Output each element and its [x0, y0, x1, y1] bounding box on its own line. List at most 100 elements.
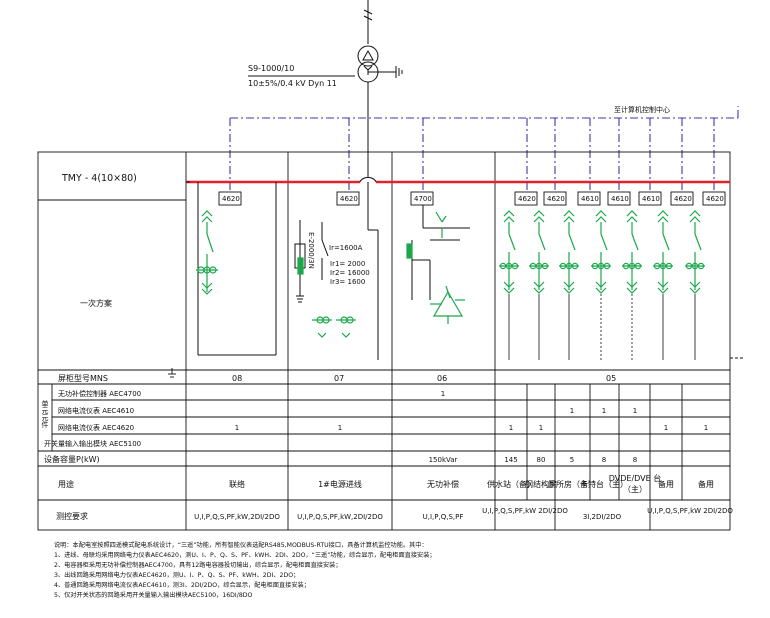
feeder-switchgear [559, 210, 579, 294]
feeder-switchgear [529, 210, 549, 294]
incoming-circuit [294, 182, 379, 360]
component-name: 无功补偿控制器 AEC4700 [58, 389, 141, 398]
feeders [499, 210, 705, 294]
meter-box [410, 191, 434, 206]
transformer-section [248, 0, 403, 178]
busbar-label: TMY - 4(10×80) [61, 173, 137, 184]
computer-center-label: 至计算机控制中心 [614, 105, 670, 114]
note-line: 1、进线、母联均采用网络电力仪表AEC4620，测U、I、P、Q、S、PF、kW… [54, 552, 436, 559]
component-value-cell: 1 [509, 424, 513, 432]
meter-box [514, 191, 538, 206]
component-value-cell: 1 [441, 390, 445, 398]
usage-label: 用途 [58, 479, 74, 489]
component-value-cell: 1 [633, 407, 637, 415]
cabinet-number-08: 08 [232, 374, 242, 383]
breaker-model: E-2000/3N [307, 232, 315, 269]
note-line: 4、普通回路采用网络电流仪表AEC4610，测3I、2DI/2DO，综合显示，配… [54, 582, 310, 589]
cabinet-number-05: 05 [606, 374, 616, 383]
meter-box [218, 191, 242, 206]
meter-box-label: 4610 [642, 195, 660, 203]
meter-box-label: 4620 [547, 195, 565, 203]
capacitor-green [406, 211, 465, 324]
usage-value-cell: 无功补偿 [427, 479, 459, 489]
measure-value: U,I,P,Q,S,PF,kW,2DI/2DO [194, 513, 280, 521]
note-line: 说明：本配电室按照四遥模式配电系统设计，“三遥”功能，所有智能仪表选配RS485… [54, 542, 428, 549]
feeder-switchgear [499, 210, 519, 294]
usage-values: 联络 1#电源进线 无功补偿 供水站（备）钢结构房厕所房（备）卡特台（主）DVDE/D… [229, 473, 714, 494]
capacity-value-cell: 8 [633, 456, 637, 464]
meter-box-label: 4620 [674, 195, 692, 203]
breaker-ir: Ir=1600A [329, 244, 363, 252]
breaker-setting-3: Ir3= 1600 [330, 278, 365, 286]
bus-crossover [359, 177, 377, 183]
usage-value-cell: DVDE/DVE 台（主） [609, 473, 662, 494]
usage-value-cell: 1#电源进线 [318, 479, 362, 489]
measure-value: U,I,P,Q,S,PF,kW,2DI/2DO [297, 513, 383, 521]
note-line: 3、出线回路采用网络电力仪表AEC4620，测U、I、P、Q、S、PF、kWH、… [54, 572, 300, 579]
usage-value-cell: 厕所房（备） [548, 479, 596, 489]
breaker-setting-2: Ir2= 16000 [330, 269, 370, 277]
usage-value-cell: 联络 [229, 479, 245, 489]
meter-boxes: 4620 4620 4700 4620 4620 4610 4610 4610 … [218, 191, 726, 206]
meter-box [336, 191, 360, 206]
capacity-value-cell: 8 [602, 456, 606, 464]
meter-box-label: 4610 [611, 195, 629, 203]
usage-value-cell: 供水站（备） [487, 479, 535, 489]
feeder-tails [508, 294, 696, 360]
breaker-setting-1: Ir1= 2000 [330, 260, 365, 268]
incoming-green [297, 257, 356, 338]
measure-value: U,I,P,Q,S,PF,kW 2DI/2DO [647, 507, 733, 515]
measure-value: 3I,2DI/2DO [583, 513, 622, 521]
feeder-switchgear [685, 210, 705, 294]
component-value-cell: 1 [664, 424, 668, 432]
cabinet-model-label: 屏柜型号MNS [58, 373, 108, 383]
transformer-ratio: 10±5%/0.4 kV Dyn 11 [248, 79, 337, 88]
meter-box-label: 4620 [222, 195, 240, 203]
capacity-value-cell: 150kVar [429, 456, 458, 464]
transformer-model: S9-1000/10 [248, 64, 294, 73]
scheme-label: 一次方案 [80, 298, 112, 308]
meter-box-label: 4620 [340, 195, 358, 203]
meter-box-label: 4620 [706, 195, 724, 203]
cabinet-number-06: 06 [437, 374, 447, 383]
capacitor-circuit [411, 205, 470, 300]
unit-components-label: 单元元件 [41, 399, 49, 429]
meter-box-label: 4620 [518, 195, 536, 203]
meter-box [577, 191, 601, 206]
measure-value: U,I,P,Q,S,PF,kW 2DI/2DO [482, 507, 568, 515]
feeder-switchgear [591, 210, 611, 294]
component-value-cell: 1 [539, 424, 543, 432]
capacity-value-cell: 145 [504, 456, 517, 464]
meter-box [543, 191, 567, 206]
component-name: 开关量输入输出模块 AEC5100 [44, 439, 141, 448]
panel-frame [37, 151, 745, 531]
usage-value-cell: 备用 [658, 479, 674, 489]
component-value-cell: 1 [704, 424, 708, 432]
note-line: 2、电容器柜采用无功补偿控制器AEC4700，具有12路电容器投切输出，综合显示… [54, 562, 342, 569]
component-value-cell: 1 [235, 424, 239, 432]
usage-value-cell: 钢结构房 [525, 479, 557, 489]
meter-box [670, 191, 694, 206]
feeder-switchgear [653, 210, 673, 294]
meter-box-label: 4700 [414, 195, 432, 203]
meter-box-label: 4610 [581, 195, 599, 203]
feeder-switchgear [622, 210, 642, 294]
usage-value-cell: 备用 [698, 479, 714, 489]
measure-value: U,I,P,Q,S,PF [423, 513, 464, 521]
component-value-cell: 1 [570, 407, 574, 415]
meter-box [702, 191, 726, 206]
capacity-value-cell: 5 [570, 456, 574, 464]
component-value-cell: 1 [338, 424, 342, 432]
component-name: 网络电流仪表 AEC4620 [58, 423, 134, 432]
notes: 说明：本配电室按照四遥模式配电系统设计，“三遥”功能，所有智能仪表选配RS485… [54, 541, 744, 601]
note-line: 5、仅对开关状态的回路采用开关量输入输出模块AEC5100，16DI/8DO [54, 592, 253, 599]
tie-switchgear [196, 210, 218, 295]
capacity-label: 设备容量P(kW) [44, 454, 100, 464]
measure-label: 测控要求 [56, 511, 88, 521]
usage-value-cell: 卡特台（主） [580, 479, 628, 489]
meter-box [638, 191, 662, 206]
component-name: 网络电流仪表 AEC4610 [58, 406, 134, 415]
